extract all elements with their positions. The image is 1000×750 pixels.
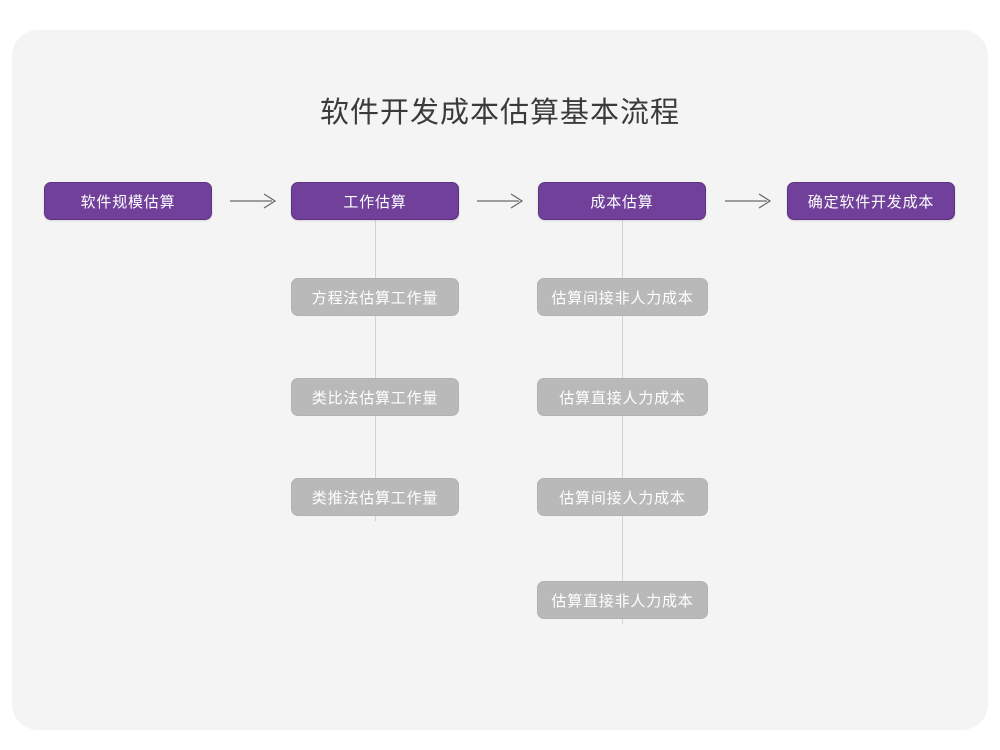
flow-node-stage-4[interactable]: 确定软件开发成本: [787, 182, 955, 220]
flow-node-stage-3[interactable]: 成本估算: [538, 182, 706, 220]
arrow-right-icon-2: [477, 193, 524, 209]
arrow-right-icon-3: [725, 193, 772, 209]
flow-node-label: 成本估算: [590, 193, 654, 211]
flow-node-label: 工作估算: [343, 193, 407, 211]
flow-substep-stage-3-1[interactable]: 估算间接非人力成本: [537, 278, 708, 316]
flow-substep-stage-2-3[interactable]: 类推法估算工作量: [291, 478, 459, 516]
flow-substep-stage-2-1[interactable]: 方程法估算工作量: [291, 278, 459, 316]
flow-node-label: 软件规模估算: [80, 193, 176, 211]
vertical-connector-stage-3: [622, 219, 623, 624]
flow-node-label: 估算直接非人力成本: [551, 592, 694, 610]
vertical-connector-stage-2: [375, 219, 376, 521]
arrow-right-icon-1: [230, 193, 277, 209]
flow-node-stage-1[interactable]: 软件规模估算: [44, 182, 212, 220]
flow-node-label: 确定软件开发成本: [807, 193, 935, 211]
page-title: 软件开发成本估算基本流程: [319, 97, 680, 129]
flow-node-label: 类比法估算工作量: [311, 389, 439, 407]
flow-substep-stage-2-2[interactable]: 类比法估算工作量: [291, 378, 459, 416]
flow-substep-stage-3-4[interactable]: 估算直接非人力成本: [537, 581, 708, 619]
diagram-card: [12, 30, 988, 730]
flow-node-label: 估算间接人力成本: [559, 489, 686, 507]
flow-node-label: 方程法估算工作量: [311, 289, 439, 307]
flow-node-label: 类推法估算工作量: [311, 489, 439, 507]
flow-substep-stage-3-2[interactable]: 估算直接人力成本: [537, 378, 708, 416]
flow-node-label: 估算直接人力成本: [559, 389, 686, 407]
flow-substep-stage-3-3[interactable]: 估算间接人力成本: [537, 478, 708, 516]
flow-node-label: 估算间接非人力成本: [551, 289, 694, 307]
flow-node-stage-2[interactable]: 工作估算: [291, 182, 459, 220]
